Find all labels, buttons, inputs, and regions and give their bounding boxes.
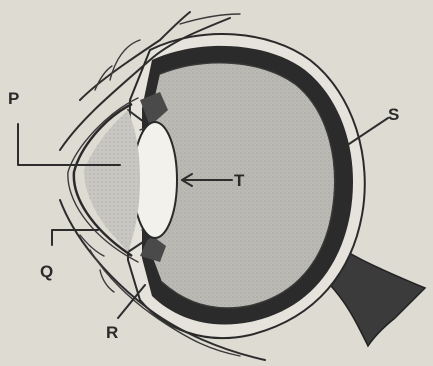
label-r: R bbox=[106, 323, 118, 342]
label-t: T bbox=[234, 171, 245, 190]
label-p: P bbox=[8, 89, 19, 108]
label-q: Q bbox=[40, 262, 53, 281]
label-s: S bbox=[388, 105, 399, 124]
